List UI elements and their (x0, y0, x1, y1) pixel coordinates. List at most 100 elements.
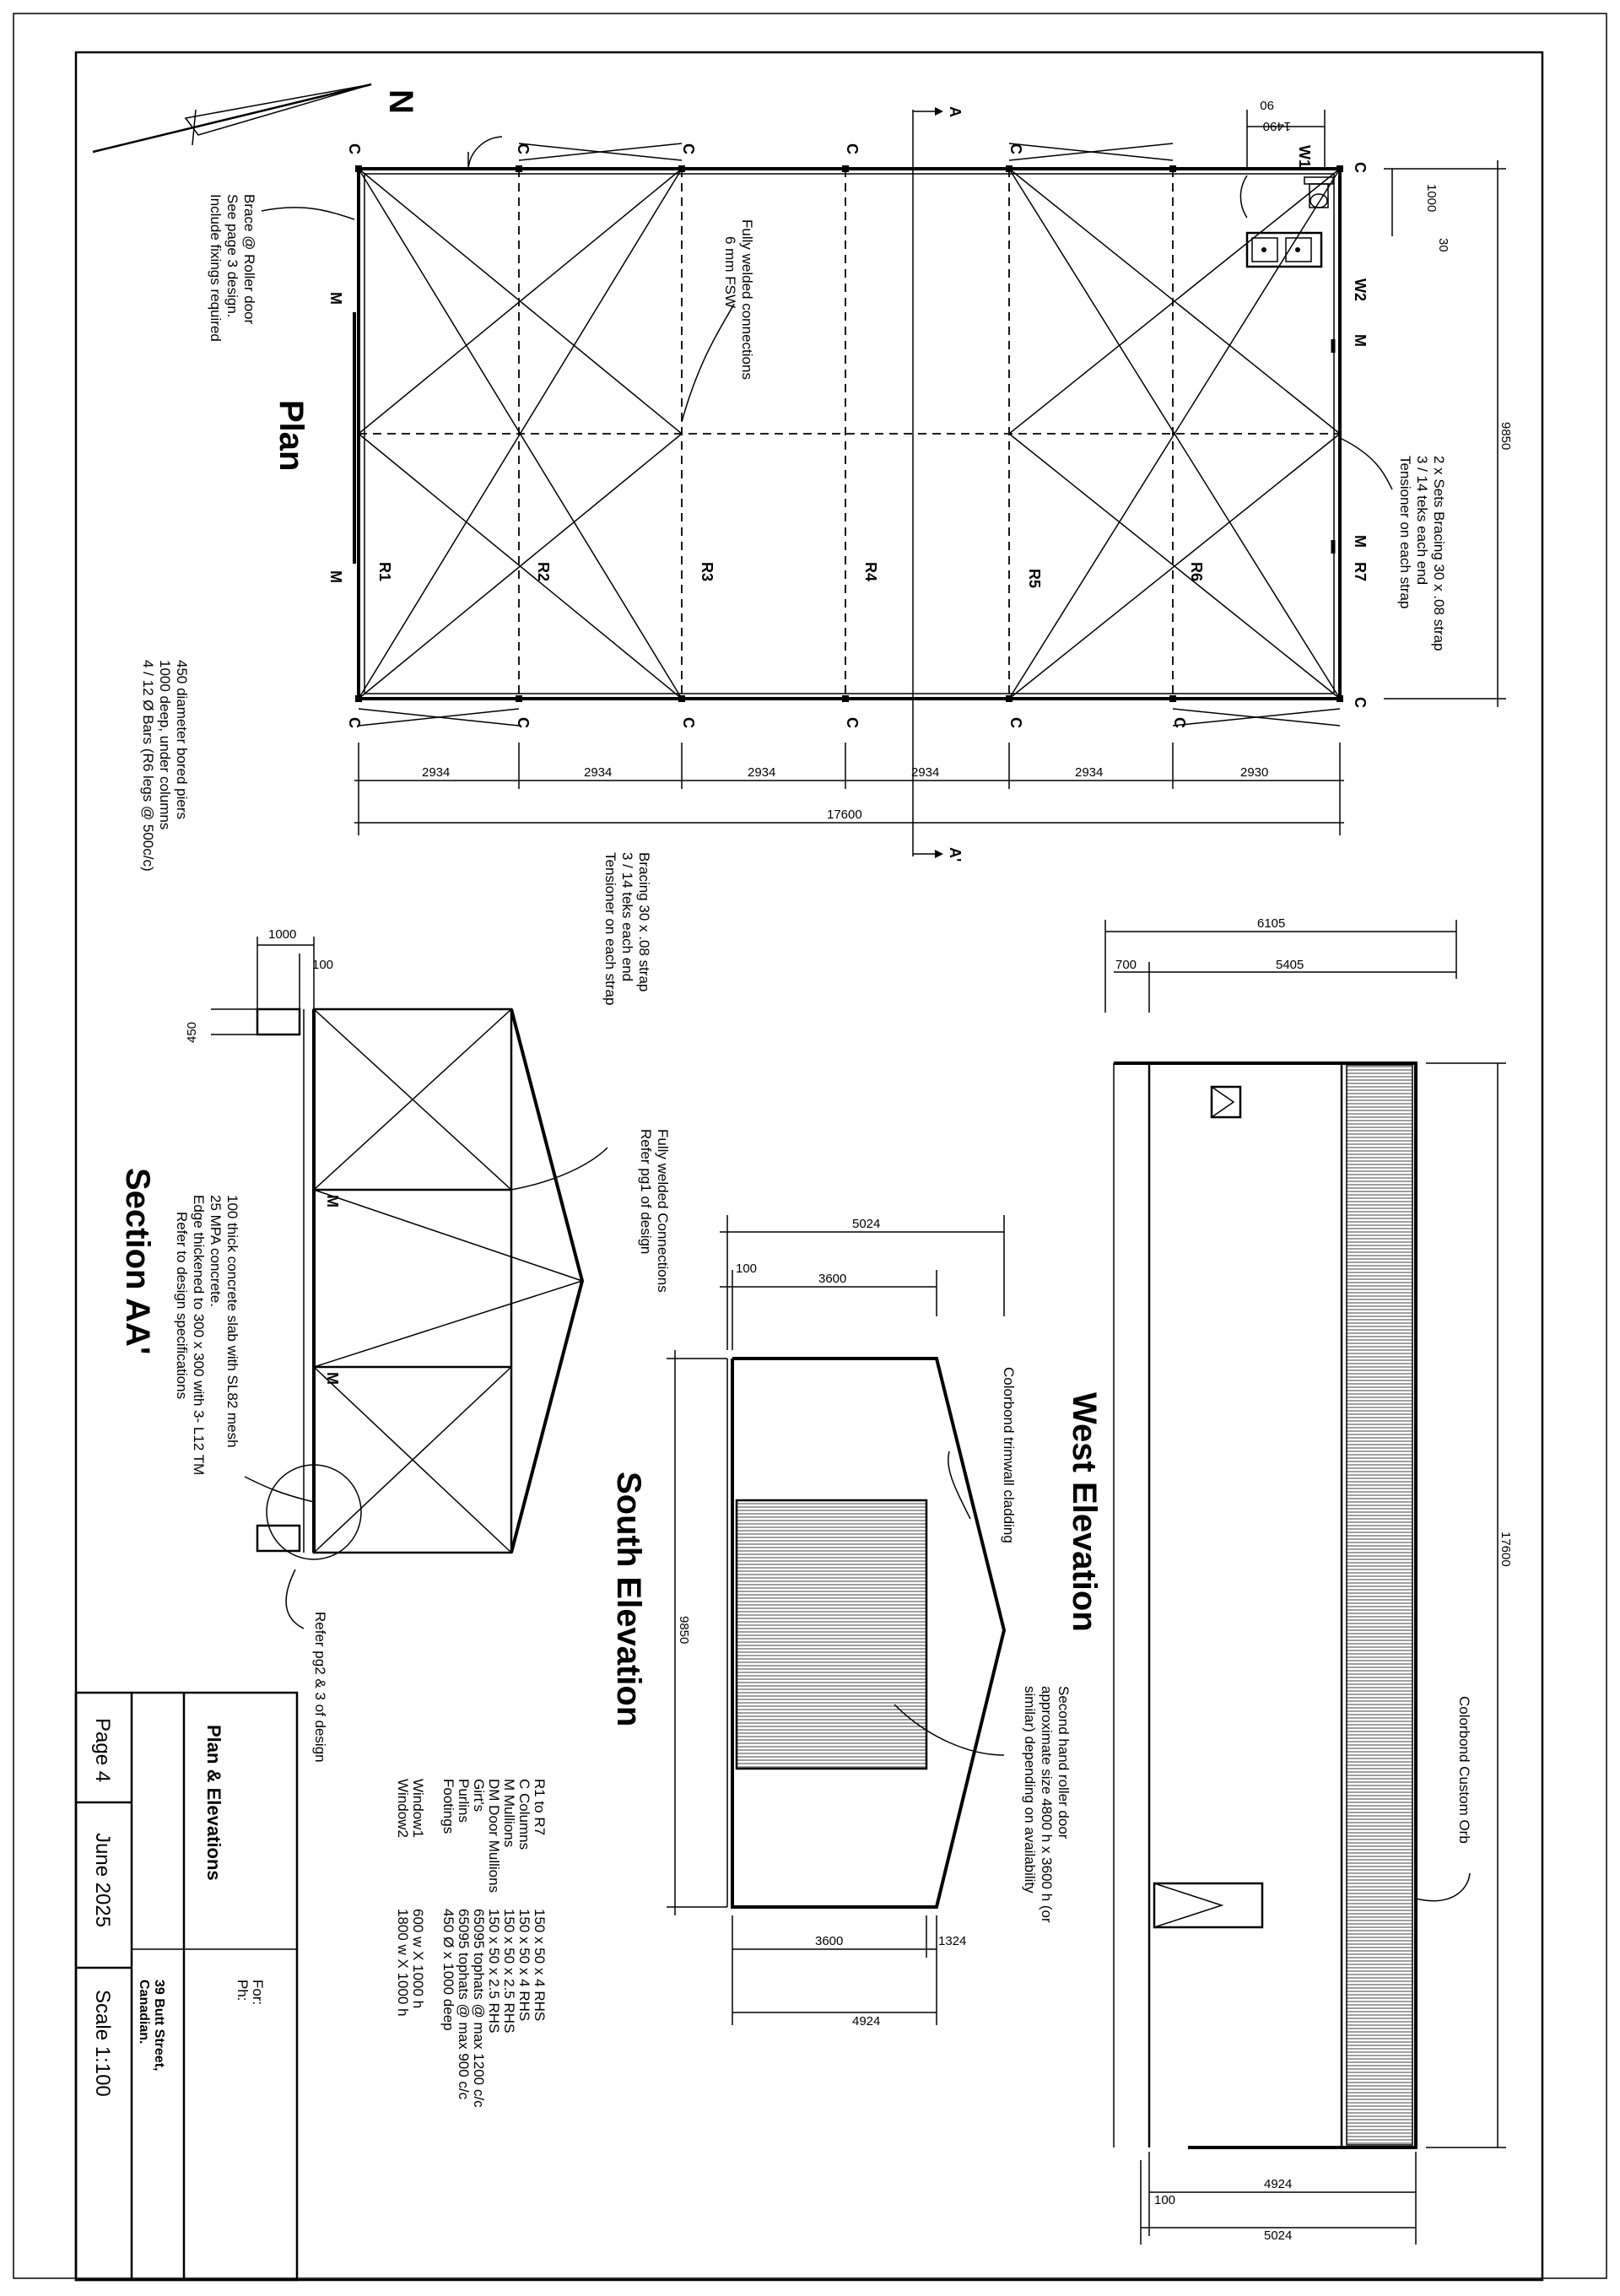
south-dim-4924: 4924 (852, 2014, 880, 2029)
schedule-item: DM Door Mullions (486, 1779, 502, 1893)
dimension-1490: 1490 (1263, 119, 1291, 133)
section-note-welded: Refer pg1 of design (638, 1129, 654, 1254)
svg-text:Brace @ Roller door See: Brace @ Roller door See page 3 design. I… (208, 194, 257, 342)
svg-text:2 x Sets Bracing 30 x .08 stra: 2 x Sets Bracing 30 x .08 strap 3 / 14 t… (1397, 456, 1447, 655)
schedule-item: R1 to R7 (532, 1779, 548, 1835)
note-bracing-right: Tensioner on each strap (1397, 456, 1413, 608)
roller-door (735, 1499, 928, 1770)
section-aa-view: M M 1000 100 450 Section AA' Fully welde… (119, 927, 671, 1763)
bay-dimension: 2930 (1240, 765, 1268, 780)
note-brace-door: Brace @ Roller door (241, 194, 257, 325)
column-mark: C (680, 143, 697, 154)
bay-dimension: 2934 (422, 765, 450, 780)
note-bracing-bottom: Bracing 30 x .08 strap (636, 852, 652, 991)
ph-label: Ph: (235, 1980, 251, 2002)
svg-text:100 thick concrete slab with S: 100 thick concrete slab with SL82 mesh 2… (174, 1195, 240, 1479)
svg-text:Fully welded Connections: Fully welded Connections Refer pg1 of de… (638, 1129, 671, 1296)
column-mark: C (515, 717, 532, 728)
section-note-slab: 100 thick concrete slab with SL82 mesh (224, 1195, 240, 1448)
schedule-item: Window1 (410, 1779, 426, 1838)
mullion-mark: M (1352, 334, 1369, 347)
svg-text:Fully welded connections: Fully welded connections 6 mm FSW (722, 219, 755, 384)
section-note-slab: 25 MPA concrete. (208, 1195, 224, 1307)
south-dim-3600: 3600 (818, 1272, 846, 1286)
section-mark-end: A' (947, 847, 964, 862)
west-elevation-view: 6105 700 5405 17600 4924 100 5024 West E… (1066, 916, 1513, 2245)
dimension-90: 90 (1260, 98, 1274, 112)
plan-title: Plan (273, 400, 310, 471)
schedule-item: Purlins (456, 1779, 472, 1823)
toilet-icon (1304, 176, 1334, 208)
rafter-label: R3 (699, 562, 716, 581)
length-dimension: 17600 (827, 808, 862, 822)
schedule-spec: 65095 tophats @ max 900 c/c (456, 1909, 472, 2100)
svg-text:450 diameter bored piers: 450 diameter bored piers 1000 deep, unde… (140, 660, 190, 872)
section-dim-1000: 1000 (268, 927, 296, 942)
west-dim-700: 700 (1115, 958, 1137, 972)
column-mark: C (515, 143, 532, 154)
west-note-cladding: Colorbond Custom Orb (1456, 1696, 1472, 1844)
south-note-door: similar) depending on availability (1022, 1686, 1038, 1894)
page-number: Page 4 (91, 1718, 114, 1782)
svg-text:Second hand roller door: Second hand roller door approximate size… (1022, 1686, 1072, 1926)
schedule-item: Footings (440, 1779, 456, 1834)
column-mark: C (1007, 143, 1024, 154)
north-label: N (382, 89, 419, 114)
column-mark: C (1352, 162, 1369, 173)
sink-icon (1245, 231, 1323, 268)
scale: Scale 1:100 (91, 1990, 114, 2097)
schedule-item: M Mullions (501, 1779, 517, 1847)
section-note-refer: Refer pg2 & 3 of design (312, 1612, 328, 1763)
bay-dimension: 2934 (911, 765, 939, 780)
north-arrow-icon: N (92, 83, 419, 154)
south-dim-3600-bottom: 3600 (815, 1934, 843, 1948)
for-label: For: (250, 1980, 266, 2005)
section-note-slab: Edge thickened to 300 x 300 with 3- L12 … (191, 1195, 207, 1475)
sheet-title: Plan & Elevations (203, 1725, 224, 1881)
mullion-mark: M (327, 292, 344, 305)
schedule-spec: 600 w X 1000 h (410, 1909, 426, 2008)
south-elevation-view: 5024 3600 100 9850 3600 1324 4924 South … (610, 1215, 1072, 2029)
dimension-30: 30 (1436, 238, 1450, 252)
south-dim-100: 100 (736, 1261, 757, 1276)
column-mark: C (1171, 717, 1188, 728)
mullion-mark: M (327, 570, 344, 583)
south-note-trimwall: Colorbond trimwall cladding (1001, 1367, 1017, 1543)
west-title: West Elevation (1066, 1392, 1103, 1632)
note-welded: Fully welded connections (739, 219, 755, 380)
rafter-label: R2 (535, 562, 552, 581)
rafter-label: R6 (1188, 562, 1205, 581)
section-title: Section AA' (119, 1168, 156, 1354)
schedule-spec: 65095 tophats @ max 1200 c/c (471, 1909, 487, 2108)
mullion-mark: M (324, 1372, 341, 1385)
west-dim-100: 100 (1154, 2193, 1175, 2207)
dimension-1000: 1000 (1424, 184, 1439, 212)
window-2-icon (1153, 1882, 1264, 1929)
window-1-icon (1210, 1085, 1242, 1119)
schedule-spec: 150 x 50 x 4 RHS (516, 1909, 532, 2021)
width-dimension: 9850 (1498, 422, 1513, 450)
south-dim-1324: 1324 (938, 1934, 966, 1948)
mullion-mark: M (1352, 535, 1369, 548)
west-dim-4924: 4924 (1264, 2177, 1292, 2191)
section-note-slab: Refer to design specifications (174, 1212, 190, 1399)
column-mark: C (1352, 697, 1369, 708)
address-line: 39 Butt Street, (152, 1980, 166, 2071)
south-note-door: Second hand roller door (1056, 1686, 1072, 1840)
date: June 2025 (91, 1833, 114, 1927)
note-welded: 6 mm FSW (722, 236, 738, 308)
section-note-welded: Fully welded Connections (655, 1129, 671, 1293)
window-label: W2 (1352, 278, 1369, 301)
note-piers: 4 / 12 Ø Bars (R6 legs @ 500c/c) (140, 660, 156, 872)
note-bracing-right: 3 / 14 teks each end (1414, 456, 1430, 585)
schedule-spec: 150 x 50 x 2.5 RHS (501, 1909, 517, 2033)
note-brace-door: Include fixings required (208, 194, 224, 342)
plan-view: C C C C C C C C C C C C C R1 R2 R3 R4 R5… (140, 98, 1513, 1005)
svg-text:Bracing 30 x .08 strap 3: Bracing 30 x .08 strap 3 / 14 teks each … (602, 852, 652, 1005)
note-bracing-bottom: 3 / 14 teks each end (619, 852, 635, 981)
column-mark: C (844, 717, 861, 728)
south-dim-5024: 5024 (852, 1217, 880, 1231)
rafter-label: R7 (1352, 562, 1369, 581)
